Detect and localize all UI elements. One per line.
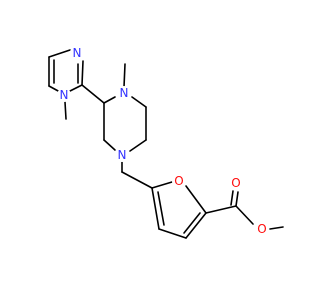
atom-label-n: N: [60, 88, 69, 102]
bond-o1-fc2: [185, 185, 207, 214]
bond-c2-c3: [81, 84, 105, 104]
bond-n4-c5: [131, 96, 147, 108]
bond-carbonyl-ester-o: [235, 205, 254, 225]
bond-carbonyl-double-b: [230, 190, 234, 206]
bond-c3-n4: [103, 96, 116, 104]
bond-n1-c5: [48, 85, 61, 93]
bond-c2-n1: [67, 84, 83, 93]
bond-fc5-o1: [151, 181, 173, 189]
atom-label-n: N: [118, 148, 127, 162]
atom-carbonyl-o: O: [229, 176, 243, 190]
bond-fc2-fc3-inner: [183, 212, 201, 234]
bond-n1-methyl: [64, 101, 67, 120]
bonds: [48, 49, 284, 239]
bond-c6-n1: [129, 139, 147, 152]
bond-n3-c2: [81, 60, 84, 86]
atom-label-n: N: [120, 86, 129, 100]
molecule-structure: N N N N O O O: [48, 46, 284, 239]
bond-fc2-carbonyl-c: [205, 205, 237, 214]
atom-labels: N N N N O O O: [57, 46, 269, 236]
atom-label-o: O: [257, 222, 266, 236]
bond-c4-n3: [48, 49, 71, 58]
bond-carbonyl-double-a: [235, 191, 239, 207]
atom-piperazine-n1: N: [115, 148, 129, 162]
bond-fc2-fc3: [185, 212, 207, 239]
bond-fc4-fc5: [151, 187, 160, 230]
bond-fc4-fc5-inner: [157, 191, 165, 226]
bond-ch2-fc5: [121, 171, 153, 189]
atom-label-o: O: [231, 176, 240, 190]
atom-imidazole-n1: N: [57, 88, 71, 102]
atom-furan-o: O: [172, 174, 186, 188]
atom-piperazine-n4: N: [117, 86, 131, 100]
bond-n4-methyl: [123, 63, 126, 88]
atom-label-o: O: [174, 174, 183, 188]
bond-n1-c2: [103, 139, 116, 151]
atom-imidazole-n3: N: [70, 46, 84, 60]
bond-ester-o-methyl: [269, 226, 284, 230]
atom-ester-o: O: [255, 222, 269, 236]
bond-fc3-fc4: [158, 228, 187, 239]
atom-label-n: N: [73, 46, 82, 60]
